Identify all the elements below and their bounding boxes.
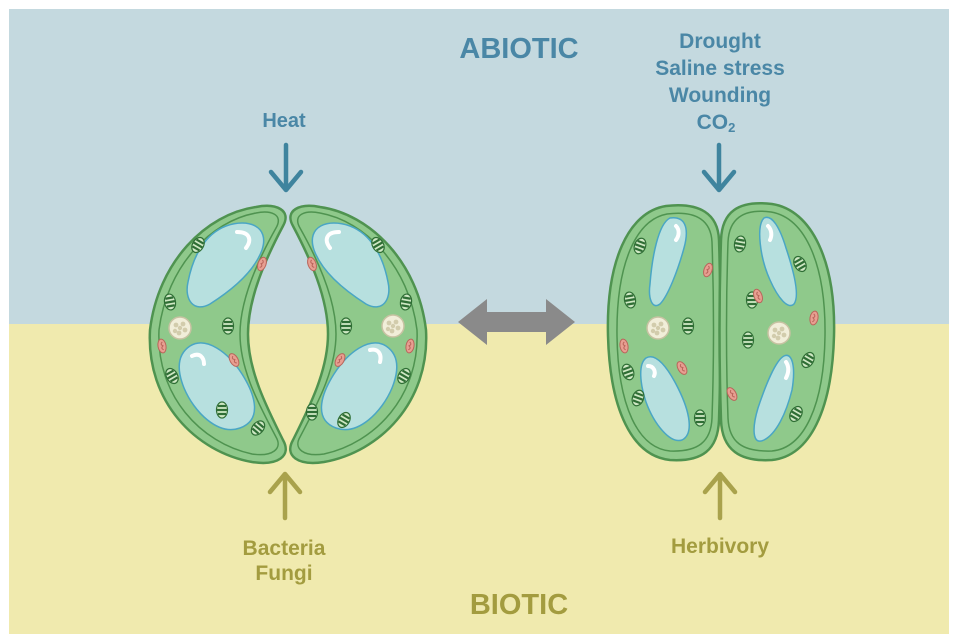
fungi-label: Fungi <box>255 562 312 585</box>
saline-stress-label: Saline stress <box>655 57 785 80</box>
drought-label: Drought <box>679 30 761 53</box>
heat-label: Heat <box>262 110 306 132</box>
biotic-title: BIOTIC <box>470 589 568 621</box>
herbivory-label: Herbivory <box>671 535 769 558</box>
closed-right-guard-cell <box>720 203 835 460</box>
bacteria-label: Bacteria <box>243 537 326 560</box>
abiotic-title: ABIOTIC <box>459 33 578 65</box>
closed-stoma <box>608 203 834 460</box>
wounding-label: Wounding <box>669 84 771 107</box>
closed-left-guard-cell <box>608 205 721 460</box>
